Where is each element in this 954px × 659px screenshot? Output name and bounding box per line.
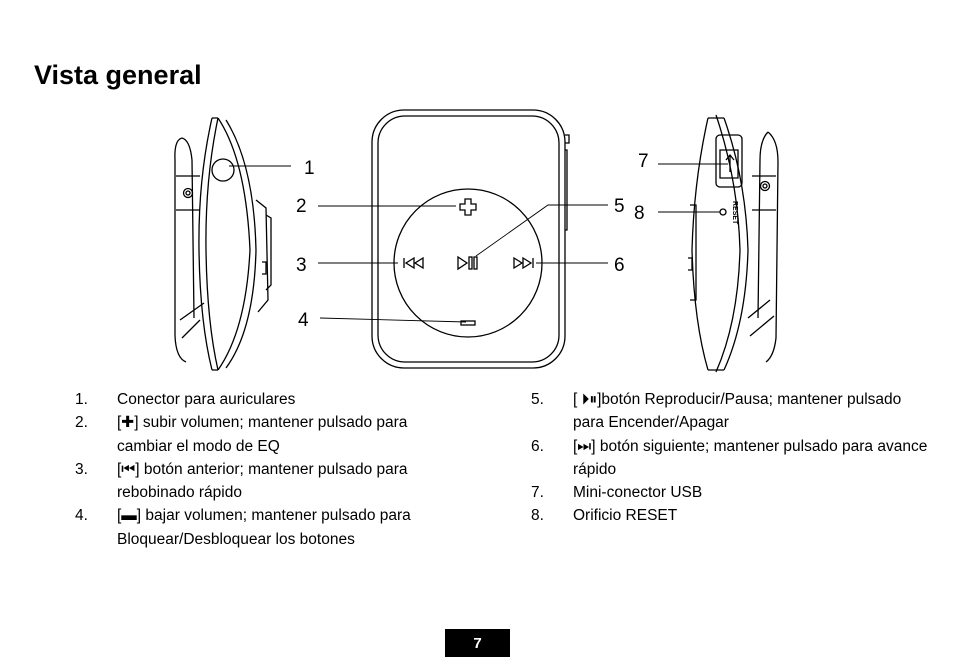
callout-3: 3 xyxy=(296,255,307,276)
callout-4: 4 xyxy=(298,310,309,331)
item-text: [⏭] botón siguiente; mantener pulsado pa… xyxy=(573,437,928,478)
callout-7: 7 xyxy=(638,151,649,172)
callout-6: 6 xyxy=(614,255,625,276)
feature-list-left: 1. Conector para auriculares 2. [✚] subi… xyxy=(75,388,455,551)
list-item: 3. [⏮] botón anterior; mantener pulsado … xyxy=(75,458,455,505)
list-item: 8. Orificio RESET xyxy=(531,504,931,527)
volume-up-icon xyxy=(459,198,477,216)
list-item: 4. [▬] bajar volumen; mantener pulsado p… xyxy=(75,504,455,551)
next-icon xyxy=(513,256,534,270)
item-number: 8. xyxy=(531,507,544,525)
item-text: Mini-conector USB xyxy=(573,484,703,502)
item-number: 4. xyxy=(75,507,88,525)
page-title: Vista general xyxy=(34,60,202,90)
list-item: 2. [✚] subir volumen; mantener pulsado p… xyxy=(75,411,455,458)
usb-port xyxy=(715,134,743,188)
list-item: 5. [ ⏵⏸]botón Reproducir/Pausa; mantener… xyxy=(531,388,931,435)
item-number: 7. xyxy=(531,484,544,502)
item-number: 6. xyxy=(531,437,544,455)
item-text: [ ⏵⏸]botón Reproducir/Pausa; mantener pu… xyxy=(573,391,902,432)
item-text: Orificio RESET xyxy=(573,507,678,525)
item-number: 1. xyxy=(75,391,88,408)
right-side-view xyxy=(688,114,779,373)
callout-1: 1 xyxy=(304,158,315,179)
front-view xyxy=(371,109,570,369)
reset-label: RESET xyxy=(731,201,738,225)
list-item: 7. Mini-conector USB xyxy=(531,481,931,504)
item-number: 2. xyxy=(75,414,88,432)
item-text: [▬] bajar volumen; mantener pulsado para… xyxy=(117,507,411,548)
feature-list-right: 5. [ ⏵⏸]botón Reproducir/Pausa; mantener… xyxy=(531,388,931,528)
item-number: 3. xyxy=(75,460,88,478)
headphone-jack xyxy=(211,158,235,182)
callout-5: 5 xyxy=(614,196,625,217)
reset-hole xyxy=(719,208,727,216)
left-side-view xyxy=(174,117,272,371)
usb-icon xyxy=(725,153,735,172)
callout-8: 8 xyxy=(634,203,645,224)
item-text: [⏮] botón anterior; mantener pulsado par… xyxy=(117,460,408,502)
previous-icon xyxy=(403,256,424,270)
callout-2: 2 xyxy=(296,196,307,217)
volume-down-icon xyxy=(460,320,476,326)
page-number: 7 xyxy=(445,629,510,657)
device-diagram: RESET 1 2 3 4 5 6 7 8 xyxy=(174,109,779,373)
play-pause-icon xyxy=(457,255,478,271)
item-text: [✚] subir volumen; mantener pulsado para… xyxy=(117,414,408,455)
list-item: 6. [⏭] botón siguiente; mantener pulsado… xyxy=(531,435,931,482)
item-text: Conector para auriculares xyxy=(117,391,296,408)
list-item: 1. Conector para auriculares xyxy=(75,388,455,411)
item-number: 5. xyxy=(531,391,544,408)
